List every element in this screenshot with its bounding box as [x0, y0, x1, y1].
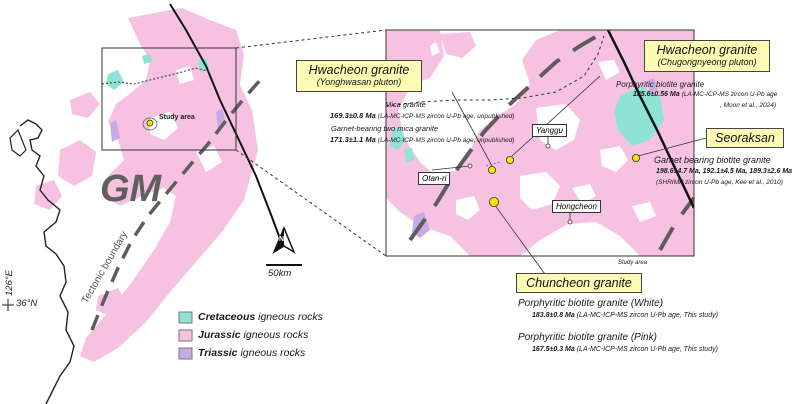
white-granite-age: 183.8±0.8 Ma — [532, 312, 575, 319]
legend-item-triassic: Triassic igneous rocks — [198, 347, 305, 359]
coastline — [19, 119, 75, 404]
chugongnyeong-title: Hwacheon granite — [656, 43, 758, 57]
legend-swatch-cretaceous — [178, 311, 193, 324]
pink-granite-age: 167.5±0.3 Ma — [532, 346, 575, 353]
label-box-seoraksan: Seoraksan — [706, 128, 784, 148]
garnet-two-mica-age: 171.3±1.1 Ma — [330, 135, 376, 144]
place-label-otan-ri: Otan-ri — [418, 172, 451, 185]
garnet-biotite-age: 198.6±4.7 Ma, 192.1±4.5 Ma, 189.3±2.6 Ma — [656, 168, 793, 175]
connector-line-top — [235, 29, 387, 49]
legend-text-cretaceous: igneous rocks — [258, 311, 323, 323]
sample-point-yonghwasan — [487, 165, 496, 174]
label-box-yonghwasan: Hwacheon granite (Yonghwasan pluton) — [296, 60, 422, 92]
legend-swatch-jurassic — [178, 329, 193, 342]
place-label-hongcheon: Hongcheon — [552, 200, 601, 213]
connector-line-bottom — [235, 149, 387, 257]
mica-granite-age: 169.3±0.8 Ma — [330, 111, 376, 120]
north-letter: N — [279, 236, 285, 243]
garnet-two-mica-name: Garnet-bearing two mica granite — [331, 124, 439, 133]
chugongnyeong-subtitle: (Chugongnyeong pluton) — [657, 57, 757, 67]
overview-jurassic-units — [34, 8, 258, 362]
legend-item-jurassic: Jurassic igneous rocks — [198, 329, 308, 341]
overview-fault-line — [169, 3, 283, 245]
coastline-island — [9, 128, 27, 157]
sample-point-seoraksan — [632, 153, 641, 162]
porphyritic-biotite-name: Porphyritic biotite granite — [616, 80, 705, 89]
garnet-biotite-name: Garnet bearing biotite granite — [654, 155, 771, 165]
label-box-chugongnyeong: Hwacheon granite (Chugongnyeong pluton) — [644, 40, 770, 72]
legend-key-cretaceous: Cretaceous — [198, 311, 256, 323]
inset-study-area-label: Study area — [618, 260, 648, 266]
latitude-label: 36°N — [16, 298, 38, 309]
white-granite-method: (LA-MC-ICP-MS zircon U-Pb age, This stud… — [576, 312, 718, 319]
inset-map — [385, 29, 695, 257]
pink-granite-name: Porphyritic biotite granite (Pink) — [518, 332, 657, 343]
mica-granite-age-line: 169.3±0.8 Ma (LA-MC-ICP-MS zircon U-Pb a… — [330, 111, 514, 120]
legend-text-jurassic: igneous rocks — [243, 329, 309, 341]
region-label-gm: GM — [100, 168, 162, 210]
pink-granite-age-line: 167.5±0.3 Ma (LA-MC-ICP-MS zircon U-Pb a… — [532, 346, 718, 353]
overview-inset-rectangle — [101, 47, 237, 151]
porphyritic-biotite-age-line: 185.6±0.56 Ma (LA-MC-ICP-MS zircon U-Pb … — [633, 91, 777, 98]
legend-text-triassic: igneous rocks — [240, 347, 306, 359]
pink-granite-method: (LA-MC-ICP-MS zircon U-Pb age, This stud… — [576, 346, 718, 353]
mica-granite-method: (LA-MC-ICP-MS zircon U-Pb age, unpublish… — [377, 113, 515, 120]
sample-point-chuncheon — [488, 196, 499, 207]
chuncheon-title: Chuncheon granite — [526, 276, 632, 290]
overview-cretaceous-units — [106, 54, 210, 90]
place-label-yanggu: Yanggu — [532, 124, 567, 137]
place-dots — [467, 143, 573, 225]
overview-unit-gaps — [138, 66, 222, 246]
overview-study-area-label: Study area — [159, 114, 195, 121]
label-box-chuncheon: Chuncheon granite — [516, 273, 642, 293]
tectonic-boundary-line — [90, 76, 264, 331]
legend-swatch-triassic — [178, 347, 193, 360]
porphyritic-biotite-age: 185.6±0.56 Ma — [633, 91, 680, 98]
yonghwasan-title: Hwacheon granite — [308, 63, 410, 77]
white-granite-name: Porphyritic biotite granite (White) — [518, 298, 664, 309]
seoraksan-title: Seoraksan — [715, 131, 775, 145]
sample-point-chugongnyeong — [505, 155, 514, 164]
longitude-label: 126°E — [4, 270, 15, 296]
legend-key-jurassic: Jurassic — [198, 329, 241, 341]
garnet-biotite-method: (SHRIMP zircon U-Pb age, Kee et al., 201… — [656, 179, 783, 186]
garnet-two-mica-age-line: 171.3±1.1 Ma (LA-MC-ICP-MS zircon U-Pb a… — [330, 135, 514, 144]
white-granite-age-line: 183.8±0.8 Ma (LA-MC-ICP-MS zircon U-Pb a… — [532, 312, 718, 319]
porphyritic-biotite-ref: , Moon et al., 2024) — [720, 102, 777, 109]
mica-granite-name: Mica granite — [385, 100, 426, 109]
porphyritic-biotite-method: (LA-MC-ICP-MS zircon U-Pb age — [681, 91, 778, 98]
legend-item-cretaceous: Cretaceous igneous rocks — [198, 311, 323, 323]
legend-key-triassic: Triassic — [198, 347, 238, 359]
scale-bar-label: 50km — [268, 268, 292, 279]
yonghwasan-subtitle: (Yonghwasan pluton) — [316, 77, 402, 87]
study-area-points — [485, 153, 641, 207]
overview-study-area-outline — [142, 117, 158, 131]
overview-study-area-marker — [146, 119, 154, 127]
north-arrow — [272, 226, 296, 254]
overview-dotted-boundary — [101, 67, 211, 85]
garnet-two-mica-method: (LA-MC-ICP-MS zircon U-Pb age, unpublish… — [377, 137, 515, 144]
